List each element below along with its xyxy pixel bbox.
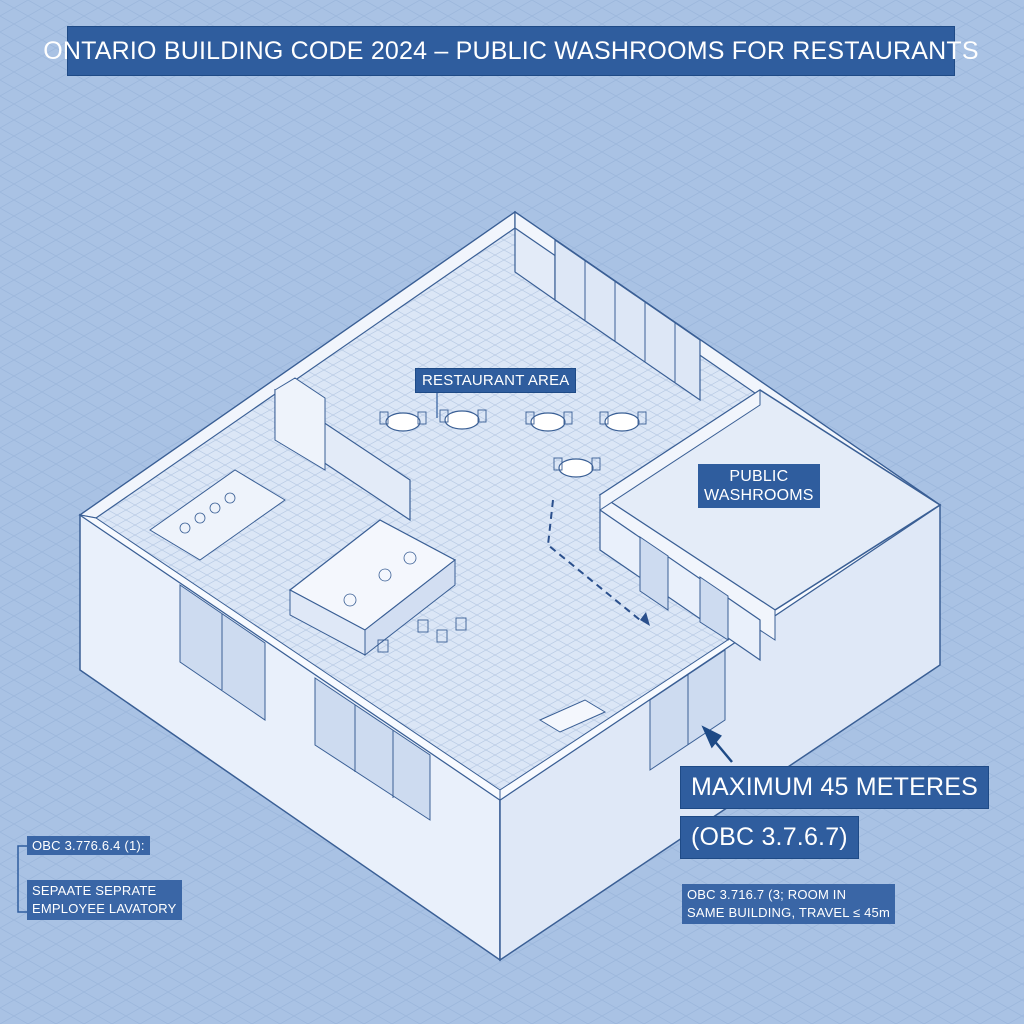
- max-distance-label: MAXIMUM 45 METERES: [680, 766, 989, 809]
- round-table-icon: [444, 410, 480, 430]
- back-windows: [584, 260, 676, 383]
- diagram-title: ONTARIO BUILDING CODE 2024 – PUBLIC WASH…: [43, 26, 979, 76]
- left-note: SEPAATE SEPRATE EMPLOYEE LAVATORY: [27, 880, 182, 920]
- bar-stools: [377, 617, 467, 653]
- front-right-door: [649, 649, 726, 771]
- window-wall: [554, 238, 701, 402]
- kitchen-cabinet: [274, 377, 326, 471]
- left-note-bracket: [17, 845, 27, 913]
- kitchen-island-side: [364, 558, 456, 657]
- round-table-icon: [558, 458, 594, 478]
- restaurant-area-label: RESTAURANT AREA: [415, 368, 577, 393]
- round-table-icon: [530, 412, 566, 432]
- left-note-line1: SEPAATE SEPRATE: [32, 883, 157, 898]
- building: [78, 210, 942, 962]
- washroom-back-wall: [599, 389, 761, 511]
- public-washrooms-line1: PUBLIC: [729, 468, 789, 485]
- washroom-doors: [639, 536, 729, 641]
- right-note-line1: OBC 3.716.7 (3; ROOM IN: [687, 887, 847, 902]
- right-note: OBC 3.716.7 (3; ROOM IN SAME BUILDING, T…: [682, 884, 896, 924]
- right-note-line2: SAME BUILDING, TRAVEL ≤ 45m: [687, 905, 891, 920]
- max-distance-ref-label: (OBC 3.7.6.7): [680, 816, 859, 859]
- dining-tables: [385, 410, 640, 478]
- public-washrooms-line2: WASHROOMS: [704, 487, 814, 504]
- arrow-icon: [701, 725, 722, 749]
- round-table-icon: [385, 412, 421, 432]
- public-washrooms-label: PUBLIC WASHROOMS: [698, 464, 820, 508]
- dining-chairs: [379, 409, 647, 471]
- front-left-windows: [179, 584, 431, 821]
- host-counter: [538, 699, 607, 733]
- left-note-line2: EMPLOYEE LAVATORY: [32, 901, 177, 916]
- arrow-icon: [640, 612, 650, 626]
- left-note-ref: OBC 3.776.6.4 (1):: [27, 836, 150, 855]
- travel-path: [546, 499, 641, 621]
- round-table-icon: [604, 412, 640, 432]
- doorway-pointer: [701, 725, 733, 763]
- back-counter: [149, 469, 286, 561]
- island-burners: [343, 551, 417, 607]
- stove-burners: [179, 492, 236, 534]
